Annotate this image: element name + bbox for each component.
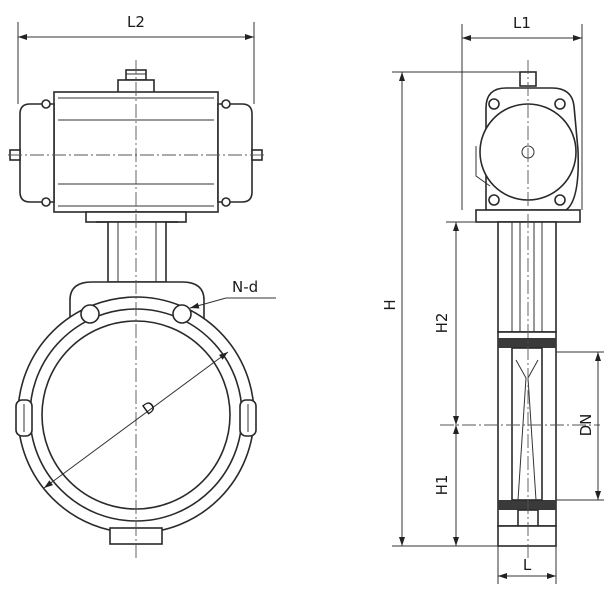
label-L2: L2 bbox=[127, 13, 145, 31]
dim-L: L bbox=[497, 546, 557, 584]
dim-L2: L2 bbox=[17, 13, 255, 104]
label-H1: H1 bbox=[433, 475, 451, 496]
valve-neck bbox=[96, 221, 178, 283]
dim-H2: H2 bbox=[433, 221, 476, 425]
valve-stem bbox=[497, 221, 557, 333]
dim-L1: L1 bbox=[461, 14, 583, 210]
front-view: L2 bbox=[8, 13, 276, 560]
label-DN: DN bbox=[577, 414, 595, 437]
dim-H: H bbox=[381, 71, 520, 547]
label-L1: L1 bbox=[513, 14, 531, 32]
dim-H1: H1 bbox=[433, 425, 459, 546]
side-view: L1 bbox=[381, 14, 604, 584]
dim-DN: DN bbox=[556, 351, 604, 501]
label-H2: H2 bbox=[433, 313, 451, 334]
label-N-d: N-d bbox=[232, 278, 258, 296]
leader-N-d: N-d bbox=[189, 278, 276, 309]
label-L: L bbox=[523, 556, 532, 574]
label-H: H bbox=[381, 299, 399, 310]
valve-body-side bbox=[497, 331, 557, 547]
